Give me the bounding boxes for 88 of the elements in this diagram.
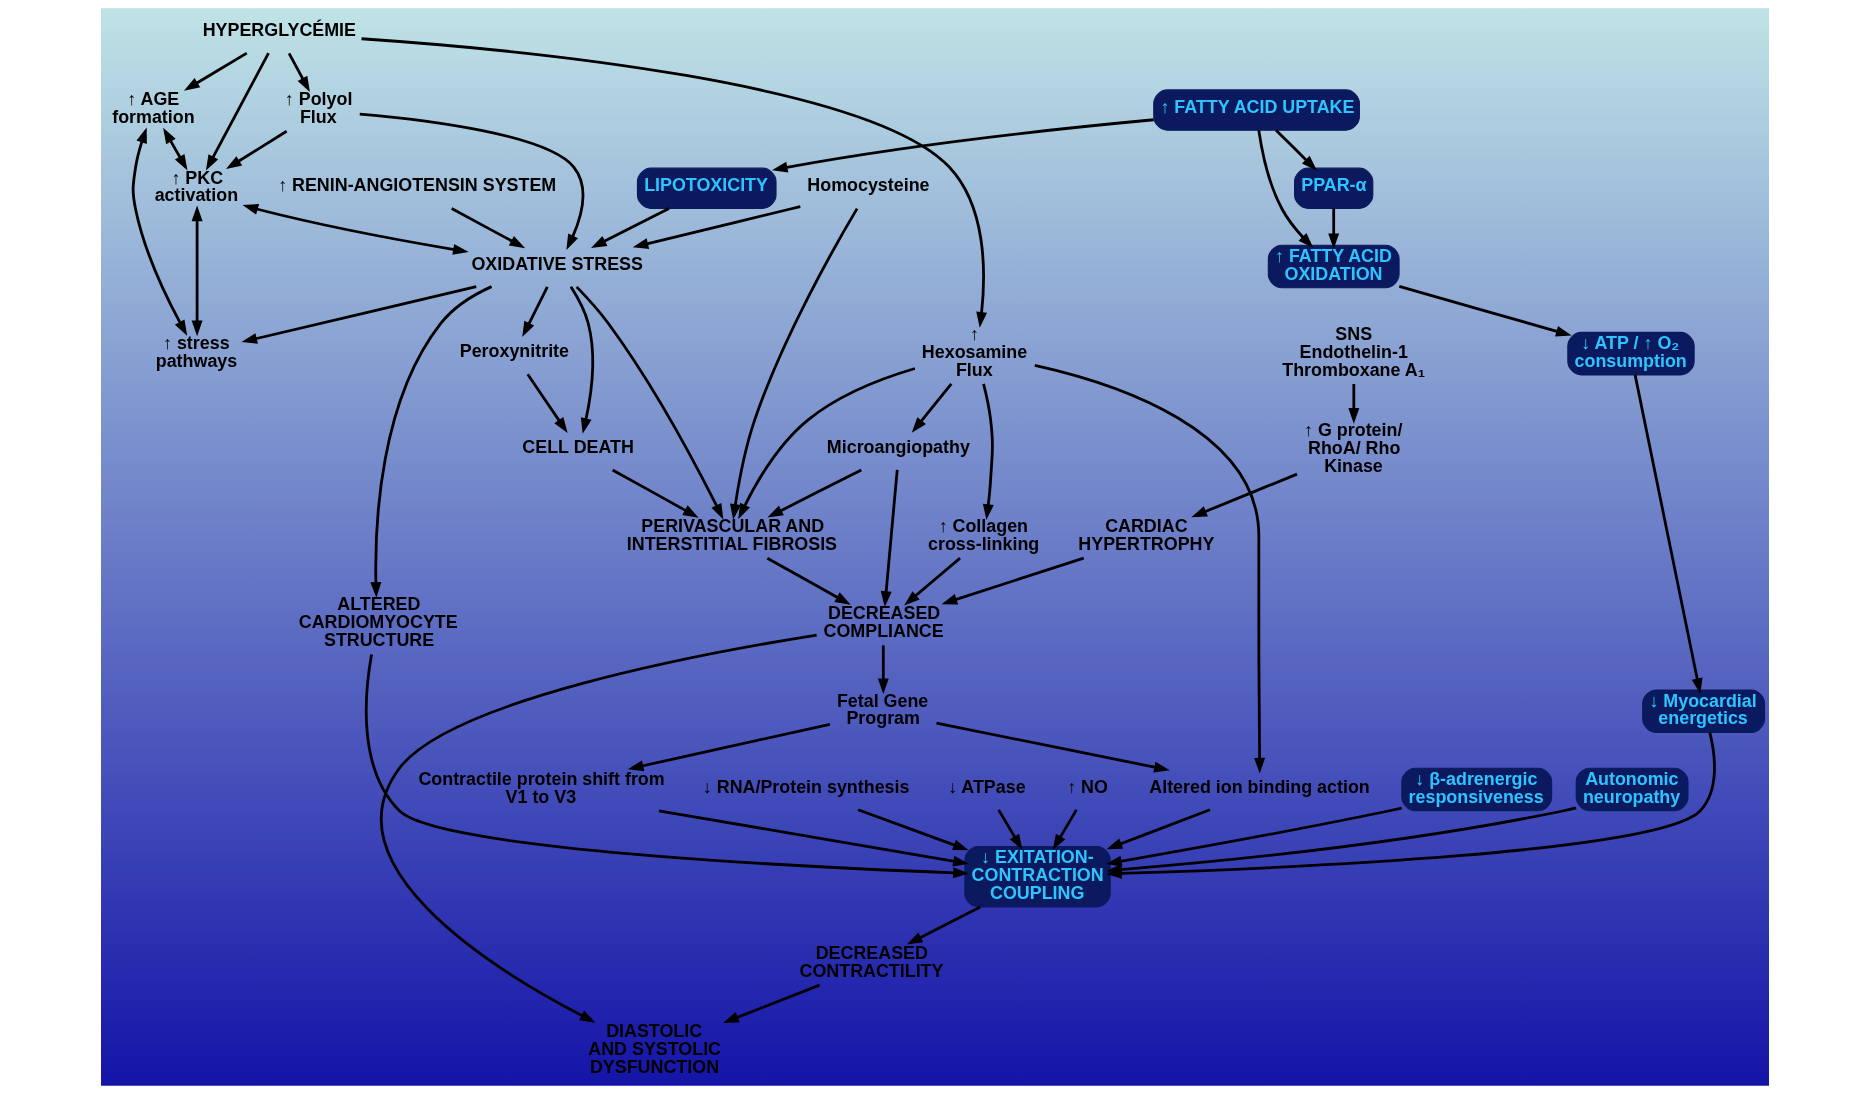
node-text: DECREASED COMPLIANCE xyxy=(823,603,944,642)
arrow xyxy=(1328,208,1340,250)
arrow xyxy=(658,809,969,867)
arrow xyxy=(591,207,670,249)
arrow xyxy=(997,809,1023,850)
arrow xyxy=(941,556,1085,605)
arrow xyxy=(205,52,270,171)
arrow xyxy=(451,207,526,249)
arrow xyxy=(767,468,862,518)
node-text: ↑ Hexosamine Flux xyxy=(921,324,1028,380)
node-text: ↑ stress pathways xyxy=(155,332,238,371)
node-text: CARDIAC HYPERTROPHY xyxy=(1078,516,1215,555)
arrow xyxy=(632,205,801,249)
arrow xyxy=(575,285,724,520)
node-text: ↓ ATPase xyxy=(948,776,1026,797)
node-box: ↑ FATTY ACID UPTAKE xyxy=(1153,89,1360,131)
arrow xyxy=(729,207,859,520)
arrow xyxy=(1348,383,1360,424)
node-box: ↓ Myocardial energetics xyxy=(1642,689,1766,734)
arrow xyxy=(569,285,595,434)
node-text: CELL DEATH xyxy=(522,436,634,457)
arrow xyxy=(627,722,831,772)
arrow xyxy=(526,373,568,434)
node-text: ↑ PKC activation xyxy=(154,167,239,206)
arrow xyxy=(880,469,899,607)
arrow xyxy=(1106,808,1211,850)
node-box: ↓ ATP / ↑ O₂ consumption xyxy=(1567,331,1695,376)
arrow xyxy=(723,983,821,1023)
arrow xyxy=(857,808,969,851)
node-text: DIASTOLIC AND SYSTOLIC DYSFUNCTION xyxy=(588,1021,722,1078)
node-box: ↓ β-adrenergic responsiveness xyxy=(1401,767,1553,812)
arrow xyxy=(1106,806,1402,867)
node-text: SNS Endothelin-1 Thromboxane A₁ xyxy=(1282,324,1426,380)
node-text: Microangiopathy xyxy=(826,436,970,457)
arrow xyxy=(183,51,248,91)
arrow xyxy=(1257,130,1314,249)
arrow xyxy=(877,645,889,695)
node-text: Altered ion binding action xyxy=(1149,776,1370,797)
node-text: Homocysteine xyxy=(807,175,930,196)
node-text: ↑ NO xyxy=(1067,776,1108,797)
node-text: PERIVASCULAR AND INTERSTITIAL FIBROSIS xyxy=(626,516,838,555)
arrow xyxy=(766,556,851,605)
node-text: Fetal Gene Program xyxy=(836,690,929,729)
arrow xyxy=(241,285,477,344)
node-text: DECREASED CONTRACTILITY xyxy=(799,943,944,982)
arrow xyxy=(226,130,288,170)
arrow xyxy=(738,367,916,520)
arrow xyxy=(370,285,493,598)
arrow xyxy=(936,721,1170,773)
arrow xyxy=(242,204,469,255)
node-text: Peroxynitrite xyxy=(459,340,570,361)
node-box: LIPOTOXICITY xyxy=(636,167,777,209)
arrow xyxy=(287,52,310,93)
arrow xyxy=(906,905,981,945)
node-text: OXIDATIVE STRESS xyxy=(471,253,643,274)
node-text: ↑ RENIN-ANGIOTENSIN SYSTEM xyxy=(278,175,557,196)
node-text: ↑ AGE formation xyxy=(112,89,195,128)
node-text: HYPERGLYCÉMIE xyxy=(202,20,357,41)
node-text: ↓ RNA/Protein synthesis xyxy=(702,776,910,797)
node-box: Autonomic neuropathy xyxy=(1575,767,1689,812)
arrow xyxy=(163,127,188,171)
arrow xyxy=(982,383,994,520)
arrow xyxy=(1633,374,1703,694)
node-text: ALTERED CARDIOMYOCYTE STRUCTURE xyxy=(298,594,458,651)
arrow xyxy=(611,468,699,518)
arrow xyxy=(911,383,953,433)
arrow xyxy=(361,37,988,328)
arrow xyxy=(191,205,203,337)
arrow xyxy=(904,557,961,606)
arrow xyxy=(771,118,1154,173)
arrow xyxy=(1106,806,1577,875)
node-text: ↑ Polyol Flux xyxy=(284,89,353,128)
node-box: ↑ FATTY ACID OXIDATION xyxy=(1267,244,1400,289)
arrow xyxy=(1191,472,1298,518)
node-text: ↑ Collagen cross-linking xyxy=(928,516,1040,555)
arrow xyxy=(131,127,188,336)
arrow xyxy=(1275,129,1317,171)
node-box: ↓ EXITATION-CONTRACTION COUPLING xyxy=(964,845,1111,908)
arrow xyxy=(522,286,549,338)
node-box: PPAR-α xyxy=(1294,167,1374,209)
arrow xyxy=(380,633,817,1023)
arrow xyxy=(1052,809,1078,850)
arrow xyxy=(1034,363,1266,774)
node-text: Contractile protein shift from V1 to V3 xyxy=(418,768,665,807)
arrow xyxy=(1398,285,1572,337)
arrow xyxy=(364,654,969,879)
node-text: ↑ G protein/ RhoA/ Rho Kinase xyxy=(1304,420,1403,476)
arrow xyxy=(359,112,585,250)
